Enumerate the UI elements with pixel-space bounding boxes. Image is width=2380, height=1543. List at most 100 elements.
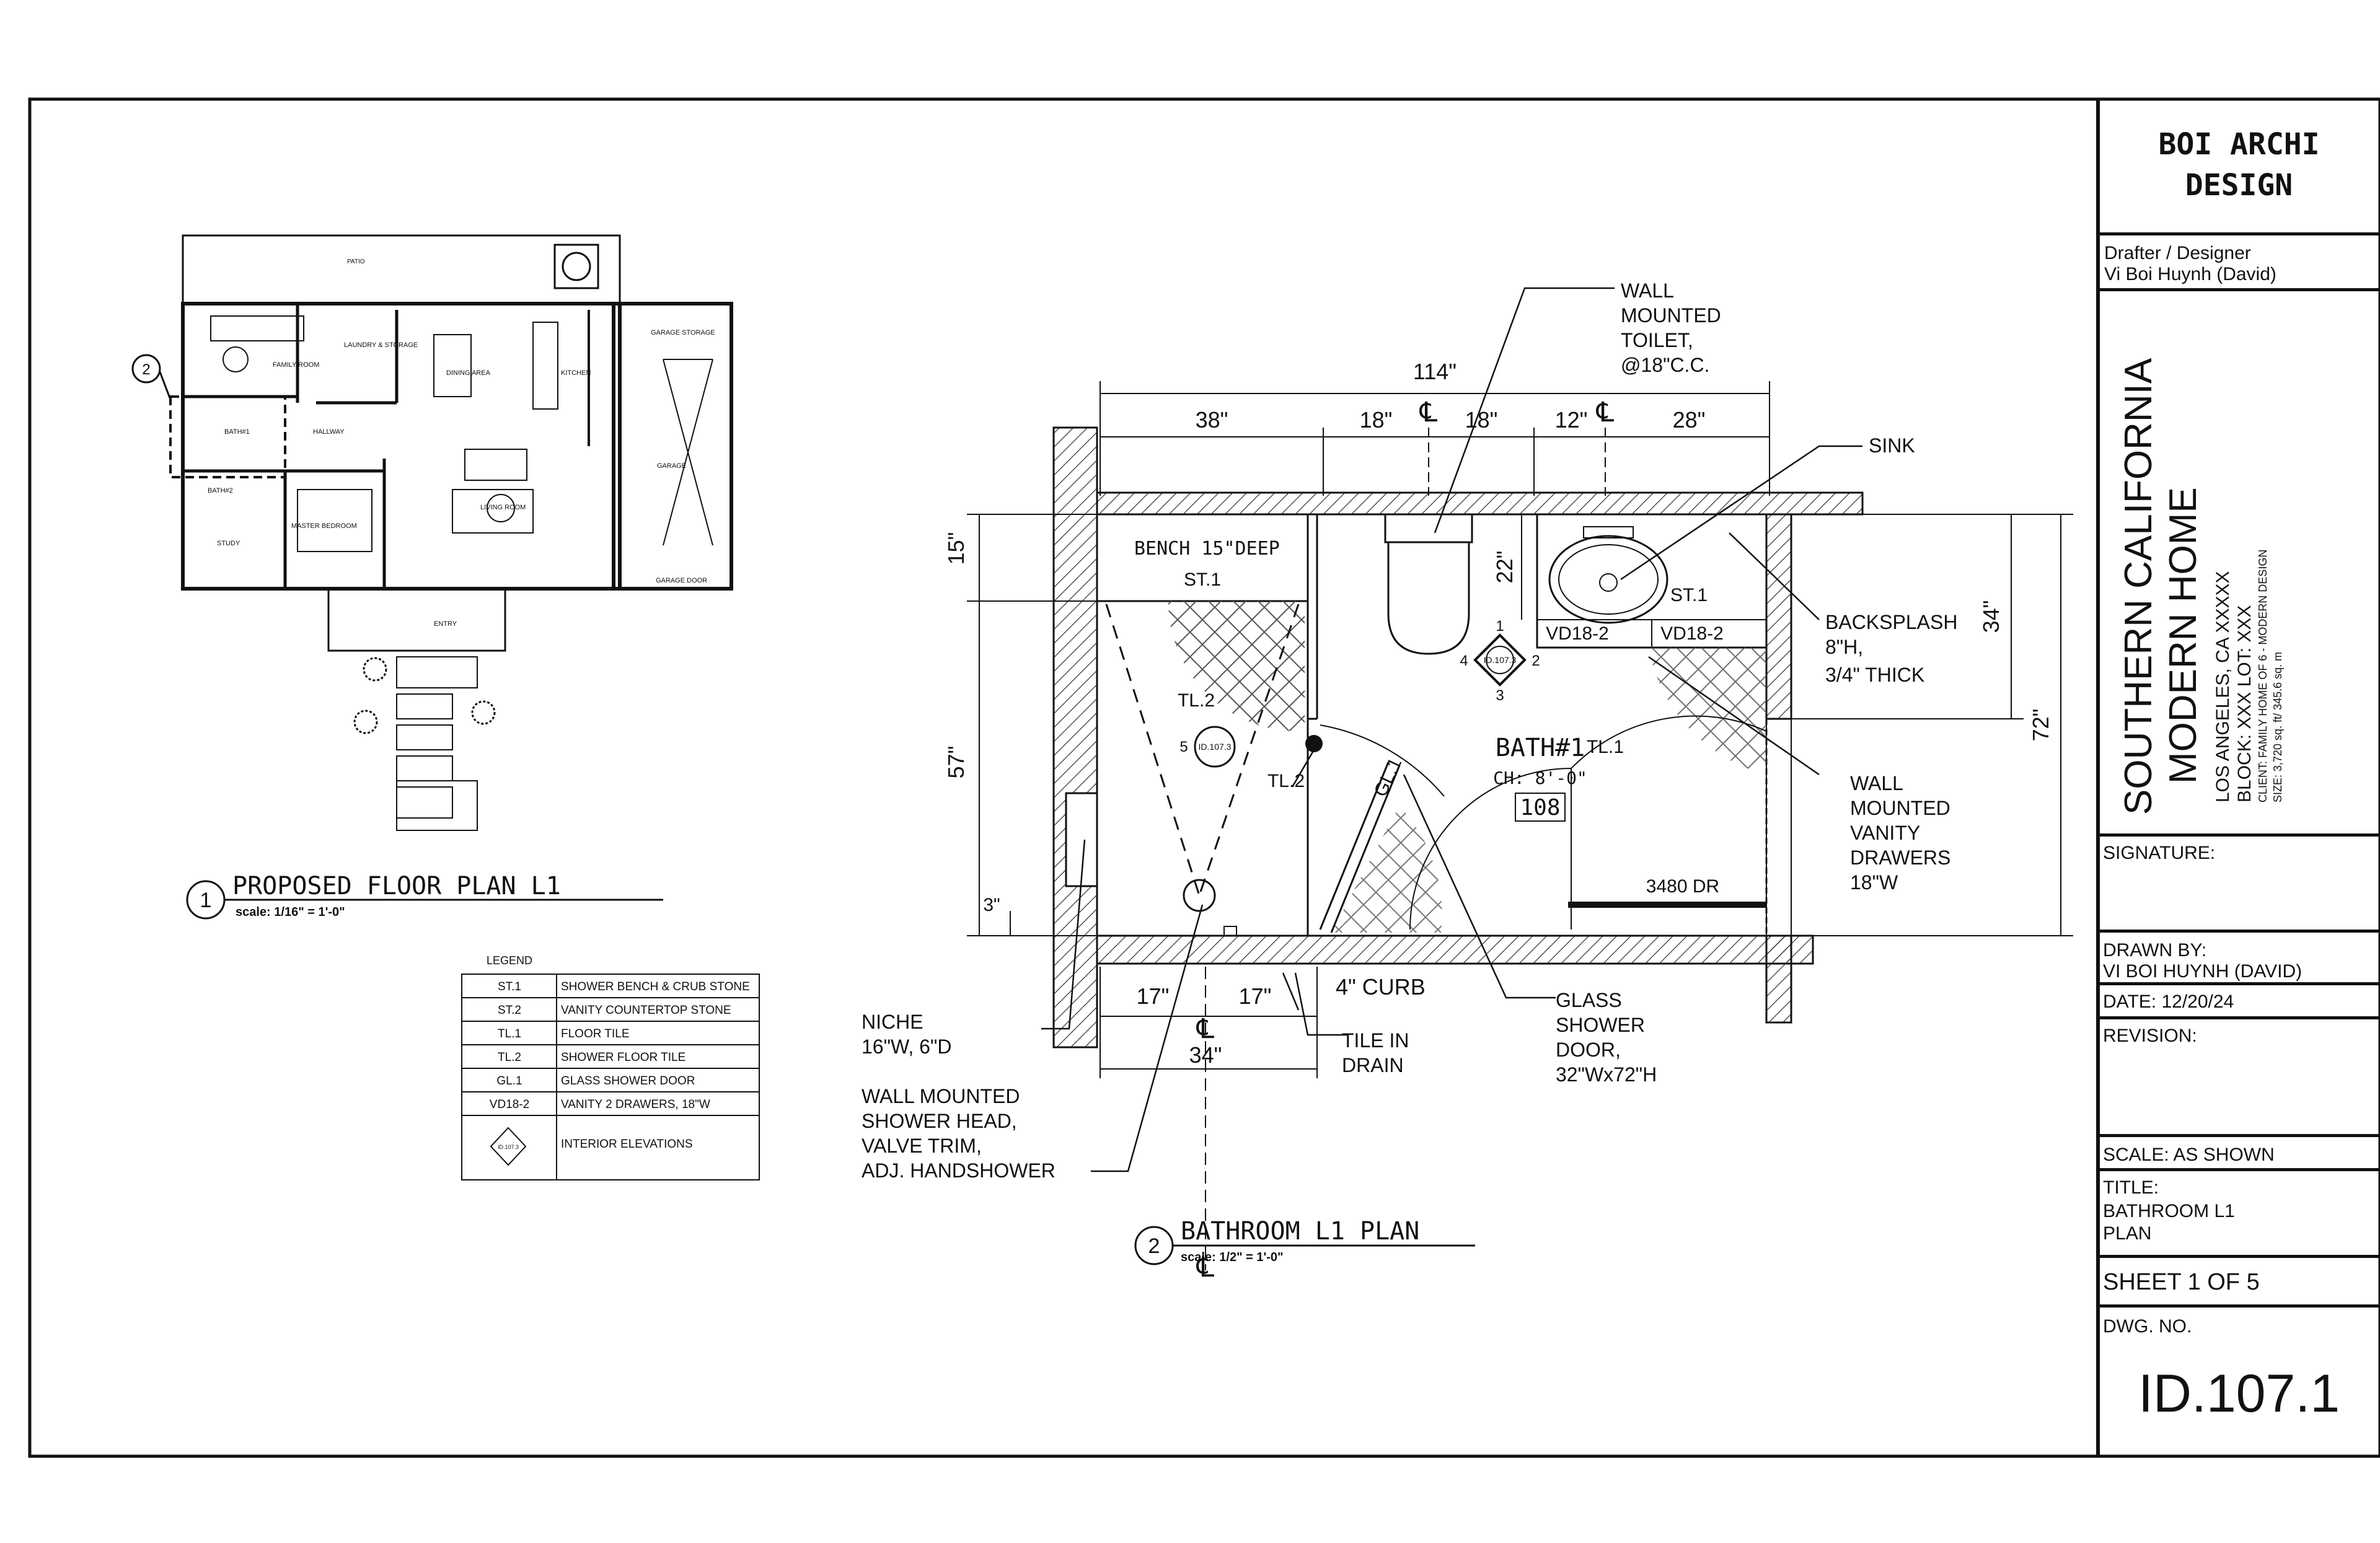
plan1-number: 1 (200, 889, 212, 912)
shower-head (1183, 879, 1216, 912)
drafter-box: Drafter / Designer Vi Boi Huynh (David) (2098, 235, 2380, 291)
dim-shower-depth: 57" (943, 746, 969, 779)
note-backsplash: BACKSPLASH (1825, 611, 1957, 633)
dim-sink-right: 28" (1673, 407, 1706, 433)
elevation-number: 2 (1532, 653, 1540, 669)
note-glass-door: SHOWER (1556, 1014, 1645, 1036)
room-name: BATH#1 (1496, 734, 1585, 762)
drawn-by-box: DRAWN BY: VI BOI HUYNH (DAVID) (2098, 933, 2380, 985)
date-box: DATE: 12/20/24 (2098, 985, 2380, 1019)
legend-desc: FLOOR TILE (561, 1027, 630, 1040)
room-label-patio: PATIO (347, 258, 365, 265)
scale-value: SCALE: AS SHOWN (2103, 1145, 2275, 1165)
date-value: DATE: 12/20/24 (2103, 991, 2234, 1012)
dim-centerline: ℄ (1196, 1252, 1215, 1283)
note-shower-head: WALL MOUNTED (862, 1085, 1020, 1107)
room-number: 108 (1520, 795, 1560, 820)
note-toilet: @18"C.C. (1621, 354, 1709, 376)
elevation-tag-label: ID.107.3 (1199, 742, 1232, 752)
sheet-border (28, 97, 2380, 1458)
callout-bubble (131, 354, 161, 384)
note-vanity: 18"W (1850, 871, 1898, 894)
room-label-bath2: BATH#2 (208, 487, 233, 495)
legend-code: VD18-2 (490, 1098, 529, 1111)
note-curb: 4" CURB (1336, 974, 1426, 1000)
project-block-lot: BLOCK: XXX LOT: XXX (2234, 605, 2255, 802)
plan1-title: PROPOSED FLOOR PLAN L1 (232, 872, 561, 900)
note-drain: TILE IN (1342, 1029, 1409, 1052)
room-label-dining: DINING AREA (446, 369, 491, 377)
revision-label: REVISION: (2103, 1026, 2197, 1046)
dim-bench-depth: 15" (943, 532, 969, 565)
ceiling-height: CH: 8'-0" (1493, 768, 1587, 788)
note-backsplash: 3/4" THICK (1825, 664, 1924, 686)
legend-desc: INTERIOR ELEVATIONS (561, 1138, 693, 1151)
room-label-laundry: LAUNDRY & STORAGE (344, 341, 418, 349)
sheet-number: SHEET 1 OF 5 (2103, 1269, 2260, 1295)
title-block: BOI ARCHI DESIGN Drafter / Designer Vi B… (2098, 99, 2380, 1456)
room-label-master: MASTER BEDROOM (291, 522, 357, 530)
toilet-bowl (1387, 542, 1470, 655)
bench-label: BENCH 15"DEEP (1134, 538, 1280, 560)
dim-shower-right: 17" (1239, 983, 1272, 1009)
note-shower-head: SHOWER HEAD, (862, 1110, 1017, 1132)
legend-table: LEGEND ST.1 SHOWER BENCH & CRUB STONE ST… (461, 954, 760, 1180)
door-tag: 3480 DR (1646, 876, 1719, 897)
signature-label: SIGNATURE: (2103, 843, 2216, 863)
room-label-entry: ENTRY (434, 620, 457, 628)
room-label-hallway: HALLWAY (313, 428, 345, 436)
note-leaders (1041, 287, 1862, 1172)
dim-centerline: ℄ (1419, 397, 1438, 428)
signature-box: SIGNATURE: (2098, 837, 2380, 933)
elevation-tag-label: ID.107.3 (1484, 655, 1517, 665)
legend-code: GL.1 (496, 1075, 522, 1088)
note-toilet: MOUNTED (1621, 304, 1721, 327)
dwg-box: DWG. NO. ID.107.1 (2098, 1308, 2380, 1456)
valve (1305, 735, 1323, 752)
bathroom-notes: WALL MOUNTED TOILET, @18"C.C. SINK BACKS… (862, 279, 1957, 1182)
title-label: TITLE: (2103, 1177, 2159, 1198)
legend-code: ST.2 (498, 1004, 521, 1017)
note-toilet: WALL (1621, 279, 1674, 302)
note-sink: SINK (1869, 434, 1915, 457)
drawn-by-value: VI BOI HUYNH (DAVID) (2103, 961, 2303, 982)
wall-east-lower (1765, 934, 1792, 1024)
enlargement-callout-box (169, 395, 286, 478)
drawn-by-label: DRAWN BY: (2103, 940, 2207, 961)
drafter-name: Vi Boi Huynh (David) (2104, 264, 2276, 284)
sheet-number-box: SHEET 1 OF 5 (2098, 1258, 2380, 1308)
material-tag: TL.2 (1178, 690, 1215, 711)
drain (1223, 926, 1237, 936)
project-title-line2: MODERN HOME (2162, 487, 2205, 784)
title-line1: BATHROOM L1 (2103, 1201, 2235, 1221)
room-label-family: FAMILY ROOM (273, 361, 319, 369)
project-client: CLIENT: FAMILY HOME OF 6 - MODERN DESIGN (2257, 549, 2269, 802)
dim-bench-width: 38" (1196, 407, 1228, 433)
note-vanity: VANITY (1850, 822, 1920, 844)
dimension-lines (967, 381, 2073, 1270)
dwg-number: ID.107.1 (2138, 1364, 2340, 1423)
plan2-number: 2 (1148, 1234, 1160, 1258)
elevation-number: 5 (1179, 739, 1188, 755)
note-vanity: DRAWERS (1850, 846, 1950, 869)
plan2-scale: scale: 1/2" = 1'-0" (1181, 1251, 1284, 1264)
legend-code: ST.1 (498, 980, 521, 993)
elevation-number: 4 (1460, 653, 1468, 669)
note-niche: 16"W, 6"D (862, 1035, 951, 1058)
floor-plan-l1: PATIO (131, 234, 733, 831)
plan1-scale: scale: 1/16" = 1'-0" (236, 905, 345, 919)
elevation-tag-icon (490, 1127, 527, 1166)
vanity-tag: VD18-2 (1546, 623, 1609, 644)
room-label-garage-storage: GARAGE STORAGE (651, 329, 715, 336)
legend-desc: VANITY COUNTERTOP STONE (561, 1004, 731, 1017)
legend-desc: GLASS SHOWER DOOR (561, 1075, 695, 1088)
material-tag: ST.1 (1184, 569, 1221, 590)
callout-number: 2 (142, 361, 150, 378)
elevation-number: 3 (1496, 687, 1504, 704)
title-box: TITLE: BATHROOM L1 PLAN (2098, 1171, 2380, 1258)
firm-name-line1: BOI ARCHI (2158, 127, 2320, 162)
drafter-role: Drafter / Designer (2104, 243, 2251, 263)
wall-east-upper (1765, 513, 1792, 720)
